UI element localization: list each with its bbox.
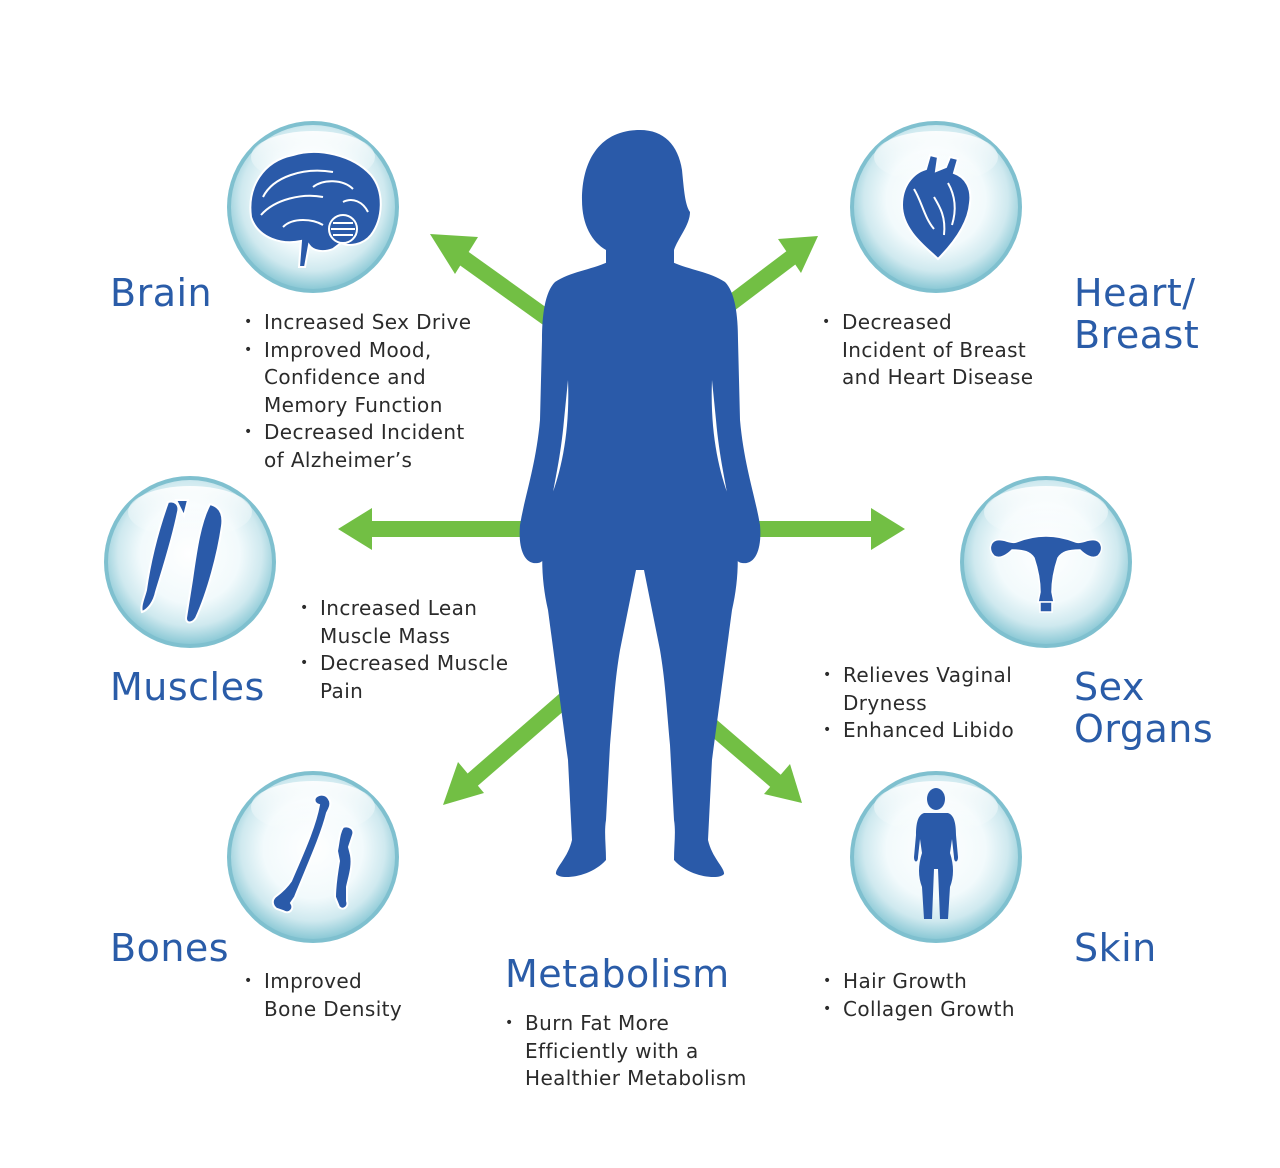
heart-title-line1: Heart/ xyxy=(1074,271,1196,315)
muscles-bullets: Increased Lean Muscle Mass Decreased Mus… xyxy=(300,595,508,705)
metabolism-title: Metabolism xyxy=(505,952,730,996)
list-item: Improved Bone Density xyxy=(244,968,402,1023)
list-item: Increased Sex Drive xyxy=(244,309,471,337)
list-item: Relieves Vaginal Dryness xyxy=(823,662,1014,717)
woman-silhouette xyxy=(519,130,761,878)
arrow-to-brain xyxy=(430,234,555,327)
sex-organs-title: Sex Organs xyxy=(1074,666,1213,750)
arrow-to-sex-organs xyxy=(745,508,905,550)
sex-organs-orb xyxy=(960,476,1132,648)
brain-orb xyxy=(227,121,399,293)
bones-title: Bones xyxy=(110,926,230,970)
heart-icon xyxy=(900,153,972,261)
arrow-to-heart xyxy=(717,236,818,317)
muscles-title: Muscles xyxy=(110,665,265,709)
arrow-to-bones xyxy=(443,688,576,805)
heart-title-line2: Breast xyxy=(1074,313,1200,357)
bones-orb xyxy=(227,771,399,943)
woman-figure-icon xyxy=(914,788,958,919)
metabolism-bullets: Burn Fat More Efficiently with a Healthi… xyxy=(505,1010,747,1093)
list-item: Burn Fat More Efficiently with a Healthi… xyxy=(505,1010,747,1093)
skin-title: Skin xyxy=(1074,926,1157,970)
bone-icon xyxy=(271,793,355,914)
bones-bullets: Improved Bone Density xyxy=(244,968,402,1023)
skin-orb xyxy=(850,771,1022,943)
muscles-orb xyxy=(104,476,276,648)
list-item: Decreased Incident of Alzheimer’s xyxy=(244,419,471,474)
list-item: Decreased Muscle Pain xyxy=(300,650,508,705)
skin-bullets: Hair Growth Collagen Growth xyxy=(823,968,1015,1023)
muscle-icon xyxy=(140,499,224,624)
list-item: Collagen Growth xyxy=(823,996,1015,1024)
arrow-to-muscles xyxy=(338,508,525,550)
sex-organs-title-line1: Sex xyxy=(1074,665,1145,709)
sex-organs-bullets: Relieves Vaginal Dryness Enhanced Libido xyxy=(823,662,1014,745)
list-item: Enhanced Libido xyxy=(823,717,1014,745)
uterus-icon xyxy=(989,535,1103,613)
heart-breast-title: Heart/ Breast xyxy=(1074,272,1199,356)
sex-organs-title-line2: Organs xyxy=(1074,707,1214,751)
list-item: Hair Growth xyxy=(823,968,1015,996)
heart-orb xyxy=(850,121,1022,293)
list-item: Improved Mood, Confidence and Memory Fun… xyxy=(244,337,471,420)
list-item: Decreased Incident of Breast and Heart D… xyxy=(822,309,1033,392)
brain-icon xyxy=(249,151,382,268)
brain-bullets: Increased Sex Drive Improved Mood, Confi… xyxy=(244,309,471,474)
heart-bullets: Decreased Incident of Breast and Heart D… xyxy=(822,309,1033,392)
brain-title: Brain xyxy=(110,271,213,315)
list-item: Increased Lean Muscle Mass xyxy=(300,595,508,650)
